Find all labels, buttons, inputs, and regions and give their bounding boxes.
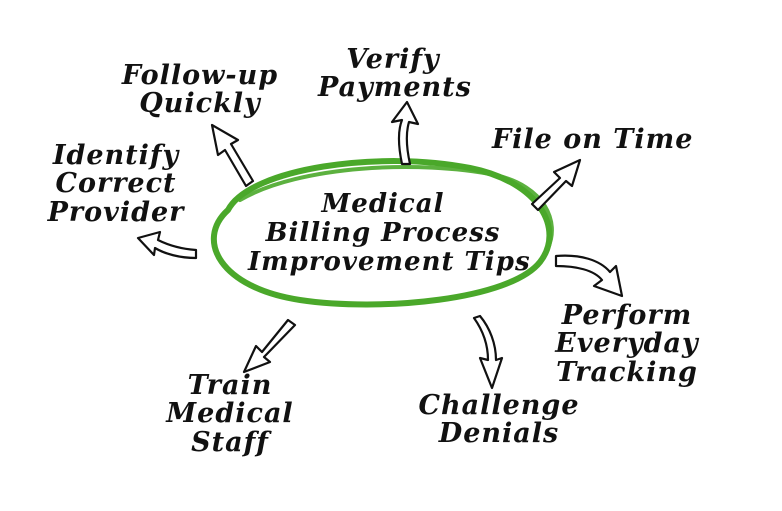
tip-challenge-line-1: Challenge	[418, 390, 580, 421]
tip-train-medical-staff: Train Medical Staff	[160, 370, 300, 458]
arrow-to-perform-tracking	[554, 254, 624, 298]
central-topic-line-1: Medical	[321, 189, 445, 219]
tip-verify-payments: Verify Payments	[318, 44, 472, 104]
center-ring	[210, 158, 554, 308]
arrow-to-follow-up	[210, 123, 255, 188]
tip-follow-up-quickly: Follow-up Quickly	[120, 60, 280, 120]
tip-train-line-2: Medical	[166, 398, 294, 430]
tip-train-line-1: Train	[187, 370, 273, 401]
tip-file-on-time: File on Time	[492, 124, 694, 155]
tip-challenge-denials: Challenge Denials	[414, 390, 584, 450]
tip-file-on-time-line-1: File on Time	[492, 124, 694, 155]
tip-identify-line-2: Correct	[55, 168, 177, 200]
arrow-to-challenge-denials	[472, 314, 504, 390]
central-topic: Medical Billing Process Improvement Tips	[248, 189, 531, 278]
tip-train-line-3: Staff	[191, 426, 269, 458]
central-topic-line-3: Improvement Tips	[248, 247, 531, 278]
arrow-to-file-on-time	[530, 158, 582, 212]
central-topic-line-2: Billing Process	[265, 218, 501, 249]
tip-perform-line-3: Tracking	[556, 356, 698, 388]
tip-perform-everyday-tracking: Perform Everyday Tracking	[552, 300, 702, 388]
tip-perform-line-2: Everyday	[555, 328, 699, 360]
tip-identify-line-1: Identify	[52, 140, 180, 171]
tip-identify-correct-provider: Identify Correct Provider	[42, 140, 190, 228]
arrow-to-train-staff	[242, 318, 297, 374]
tip-challenge-line-2: Denials	[438, 418, 560, 450]
tip-follow-up-line-2: Quickly	[139, 88, 261, 120]
tip-follow-up-line-1: Follow-up	[121, 60, 279, 91]
tip-verify-payments-line-2: Payments	[318, 72, 472, 104]
tip-verify-payments-line-1: Verify	[346, 44, 440, 75]
arrow-to-identify-provider	[136, 230, 198, 260]
tip-identify-line-3: Provider	[47, 196, 185, 228]
tip-perform-line-1: Perform	[561, 300, 693, 331]
arrow-to-verify-payments	[390, 100, 420, 166]
